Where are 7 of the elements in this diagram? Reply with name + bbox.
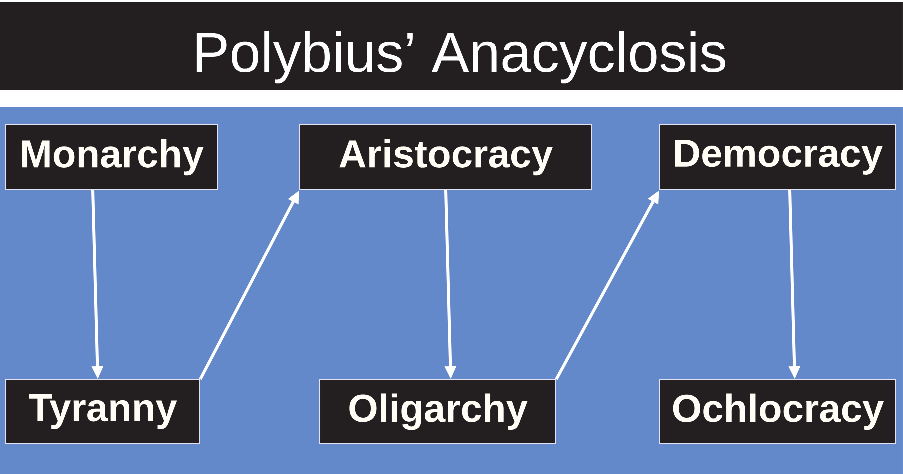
process-box: Tyranny [6,379,200,444]
process-box: Democracy [660,124,896,190]
process-box: Oligarchy [320,379,556,444]
process-box: Monarchy [6,124,218,190]
process-box: Ochlocracy [660,379,896,444]
title-banner: Polybius’ Anacyclosis [0,2,903,90]
process-box: Aristocracy [300,124,592,190]
